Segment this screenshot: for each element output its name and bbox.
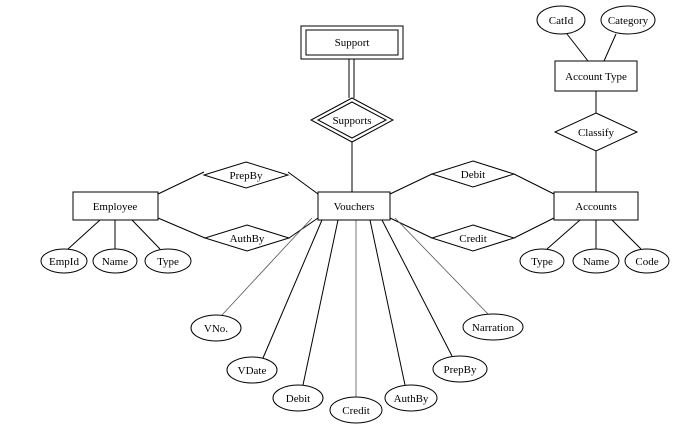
relationship-prepby: PrepBy (202, 161, 290, 189)
entity-support-label: Support (335, 37, 370, 49)
vdate-to-vouchers-line (262, 219, 323, 359)
attribute-vdate: VDate (226, 356, 278, 384)
authby-attr-to-vouchers-line (369, 219, 406, 386)
employee-to-authby-line (157, 217, 206, 239)
entity-accounts-label: Accounts (575, 201, 617, 213)
prepby-to-vouchers-line (287, 171, 319, 195)
entity-employee: Employee (72, 191, 159, 221)
attribute-voucher-debit-label: Debit (286, 393, 310, 405)
attribute-catid-label: CatId (549, 15, 574, 27)
attribute-accounts-name-label: Name (583, 256, 609, 268)
employee-to-prepby-line (157, 171, 205, 195)
attribute-voucher-authby-label: AuthBy (394, 393, 429, 405)
type-to-employee-line (131, 219, 161, 250)
attribute-voucher-credit: Credit (329, 396, 383, 424)
vouchers-to-credit-line (389, 217, 433, 239)
debit-attr-to-vouchers-line (302, 219, 339, 386)
entity-vouchers-label: Vouchers (334, 201, 375, 213)
attribute-employee-name-label: Name (102, 256, 128, 268)
attribute-employee-name: Name (92, 248, 138, 274)
category-to-account-type-line (603, 33, 617, 62)
attribute-voucher-prepby: PrepBy (432, 355, 488, 383)
entity-account-type-label: Account Type (565, 71, 627, 83)
relationship-credit-label: Credit (459, 233, 487, 245)
vouchers-to-debit-line (389, 173, 433, 195)
attribute-vno: VNo. (190, 314, 242, 342)
entity-support: Support (300, 25, 404, 60)
relationship-authby-label: AuthBy (230, 233, 265, 245)
attribute-accounts-type-label: Type (531, 256, 553, 268)
attribute-empid: EmpId (40, 248, 88, 274)
relationship-authby: AuthBy (203, 224, 291, 252)
relationship-prepby-label: PrepBy (230, 170, 264, 182)
attribute-accounts-type: Type (519, 248, 565, 274)
relationship-classify-label: Classify (578, 127, 615, 139)
attribute-accounts-name: Name (572, 248, 620, 274)
attribute-narration-label: Narration (472, 322, 515, 334)
entity-employee-label: Employee (93, 201, 138, 213)
relationship-debit-label: Debit (461, 169, 485, 181)
attribute-voucher-prepby-label: PrepBy (444, 364, 478, 376)
type-to-accounts-line (546, 219, 581, 250)
relationship-supports-label: Supports (332, 115, 371, 127)
attribute-voucher-authby: AuthBy (384, 384, 438, 412)
attribute-vno-label: VNo. (204, 323, 228, 335)
attribute-category-label: Category (608, 15, 649, 27)
narration-to-vouchers-line (394, 217, 489, 315)
relationship-supports: Supports (309, 97, 395, 143)
attribute-accounts-code-label: Code (635, 256, 658, 268)
attribute-category: Category (600, 5, 656, 35)
catid-to-account-type-line (566, 33, 589, 62)
attribute-voucher-credit-label: Credit (342, 405, 370, 417)
attribute-employee-type: Type (144, 248, 192, 274)
credit-to-accounts-line (513, 217, 555, 239)
entity-vouchers: Vouchers (317, 191, 391, 221)
attribute-voucher-debit: Debit (272, 384, 324, 412)
attribute-empid-label: EmpId (49, 256, 79, 268)
vno-to-vouchers-line (221, 217, 313, 316)
debit-to-accounts-line (513, 173, 555, 195)
entity-accounts: Accounts (553, 191, 639, 221)
attribute-accounts-code: Code (624, 248, 670, 274)
relationship-classify: Classify (553, 112, 639, 152)
relationship-credit: Credit (430, 224, 516, 252)
attribute-catid: CatId (536, 5, 586, 35)
authby-to-vouchers-line (288, 217, 319, 239)
code-to-accounts-line (611, 219, 642, 250)
relationship-debit: Debit (430, 160, 516, 188)
attribute-narration: Narration (462, 313, 524, 341)
entity-account-type: Account Type (554, 60, 638, 92)
attribute-vdate-label: VDate (238, 365, 267, 377)
connectors (67, 33, 642, 397)
prepby-attr-to-vouchers-line (381, 219, 453, 357)
attribute-employee-type-label: Type (157, 256, 179, 268)
empid-to-employee-line (67, 219, 101, 250)
